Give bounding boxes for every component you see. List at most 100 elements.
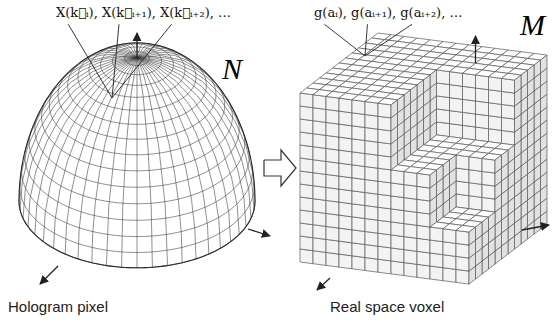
voxel-face [437, 83, 450, 98]
voxel-face [437, 109, 450, 124]
voxel-face [300, 132, 313, 147]
voxel-face [326, 226, 339, 241]
leader-line [365, 24, 367, 56]
voxel-face [313, 95, 326, 110]
voxel-face [313, 160, 326, 175]
voxel-face [300, 210, 313, 225]
axis-arrows [40, 33, 549, 290]
space-letter: N [222, 54, 242, 84]
voxel-face [521, 70, 528, 88]
voxel-face [502, 104, 515, 119]
voxel-face [378, 103, 391, 118]
voxel-face [456, 181, 469, 196]
voxel-face [313, 147, 326, 162]
voxel-face [326, 122, 339, 137]
voxel-face [515, 75, 522, 93]
voxel-face [404, 185, 417, 200]
hollow-arrow [264, 150, 296, 186]
voxel-face [476, 88, 489, 103]
voxel-face [365, 102, 378, 117]
voxel-face [391, 261, 404, 276]
voxel-face [313, 173, 326, 188]
voxel-face [404, 237, 417, 252]
voxel-face [313, 225, 326, 240]
voxel-face [365, 232, 378, 247]
voxel-face [489, 129, 502, 144]
voxel-face [313, 212, 326, 227]
axis-arrow [475, 36, 476, 63]
voxel-face [339, 176, 352, 191]
voxel-face [326, 239, 339, 254]
voxel-face [424, 75, 431, 93]
voxel-face [476, 114, 489, 129]
voxel-face [300, 171, 313, 186]
voxel-face [404, 198, 417, 213]
voxel-face [430, 253, 443, 268]
voxel-face [489, 212, 496, 230]
voxel-face [365, 193, 378, 208]
voxel-face [404, 211, 417, 226]
voxel-face [450, 98, 463, 113]
voxel-face [391, 100, 398, 118]
voxel-face [352, 256, 365, 271]
voxel-face [300, 249, 313, 264]
voxel-face [391, 222, 404, 237]
axis-arrow [40, 266, 58, 284]
voxel-face [391, 183, 404, 198]
voxel-face [339, 189, 352, 204]
voxel-face [476, 101, 489, 116]
voxel-face [339, 241, 352, 256]
voxel-face [352, 165, 365, 180]
voxel-face [404, 172, 417, 187]
voxel-face [313, 238, 326, 253]
voxel-face [404, 224, 417, 239]
signal-sequence: g(aᵢ), g(aᵢ₊₁), g(aᵢ₊₂), … [314, 5, 462, 21]
voxel-face [326, 135, 339, 150]
voxel-face [489, 77, 502, 92]
voxel-face [365, 167, 378, 182]
voxel-face [437, 96, 450, 111]
voxel-face [352, 191, 365, 206]
leader-line [68, 24, 112, 98]
voxel-face [437, 70, 450, 85]
voxel-face [326, 174, 339, 189]
voxel-face [528, 65, 535, 83]
voxel-face [456, 230, 469, 245]
voxel-face [339, 202, 352, 217]
voxel-face [450, 85, 463, 100]
voxel-face [378, 259, 391, 274]
voxel-face [339, 137, 352, 152]
voxel-face [326, 109, 339, 124]
leader-line [324, 24, 365, 56]
voxel-face [313, 108, 326, 123]
voxel-face [469, 170, 482, 185]
hemisphere-surface [19, 43, 255, 268]
voxel-face [404, 263, 417, 278]
voxel-face [456, 155, 469, 170]
figure-panel: N [10, 26, 262, 276]
voxel-face [365, 128, 378, 143]
voxel-face [508, 145, 515, 163]
voxel-face [391, 170, 404, 185]
voxel-face [352, 126, 365, 141]
hemisphere-grid [19, 43, 255, 268]
figure-panel: M [298, 6, 554, 296]
voxel-face [417, 264, 430, 279]
voxel-face [300, 158, 313, 173]
voxel-face [339, 228, 352, 243]
voxel-face [456, 194, 469, 209]
voxel-face [391, 209, 404, 224]
voxel-face [443, 229, 456, 244]
voxel-face [476, 75, 489, 90]
voxel-block [300, 33, 547, 284]
voxel-face [430, 266, 443, 281]
voxel-face [378, 142, 391, 157]
voxel-face [352, 152, 365, 167]
voxel-face [489, 90, 502, 105]
voxel-face [378, 116, 391, 131]
voxel-face [326, 96, 339, 111]
voxel-face [352, 217, 365, 232]
voxel-face [326, 187, 339, 202]
voxel-face [365, 180, 378, 195]
